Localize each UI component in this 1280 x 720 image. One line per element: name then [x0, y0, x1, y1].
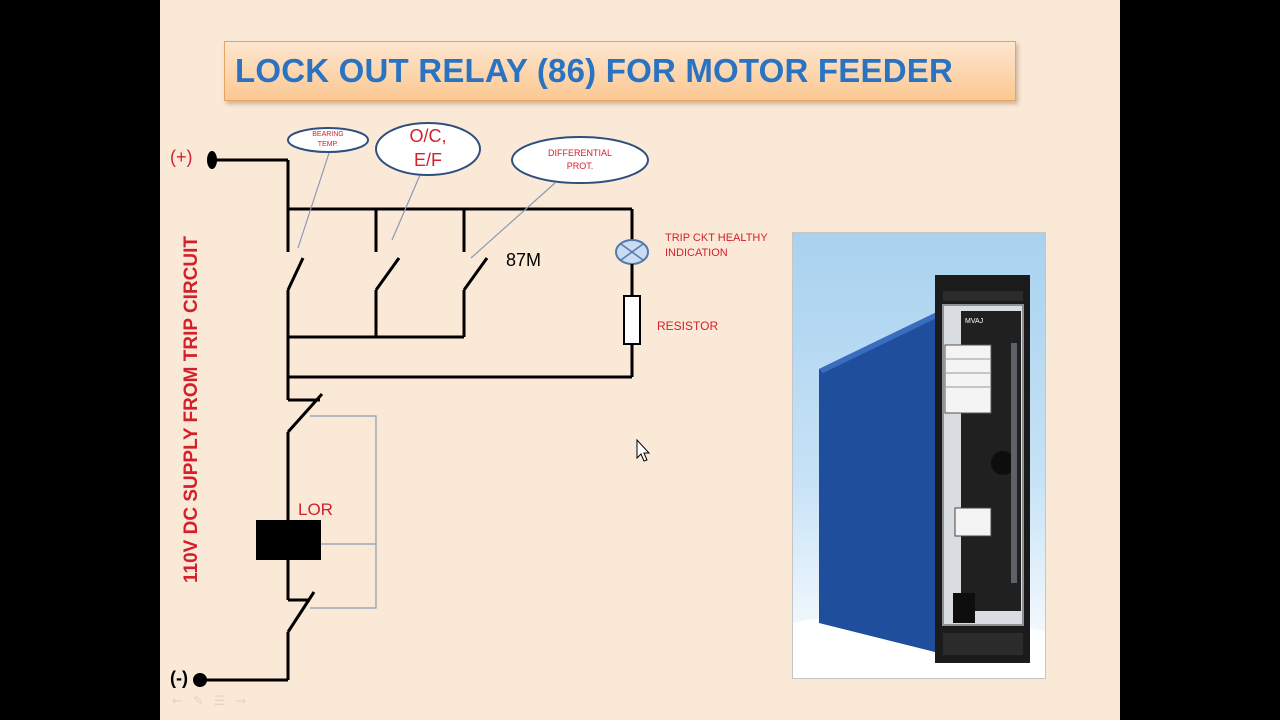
supply-side-label: 110V DC SUPPLY FROM TRIP CIRCUIT — [181, 235, 202, 583]
oc-ef-contact — [374, 209, 401, 337]
bearing-temp-line1: BEARING — [312, 131, 344, 138]
photo-brand-label: MVAJ — [965, 318, 983, 325]
trip-ckt-label-line1: TRIP CKT HEALTHY — [665, 232, 768, 244]
callout-leaders — [297, 149, 556, 259]
slide-nav-icons[interactable]: ←✎☰→ — [172, 694, 257, 709]
oc-ef-line1: O/C, — [409, 126, 446, 146]
circuit-diagram: (+) — [170, 122, 768, 688]
mechanical-linkage — [310, 415, 377, 609]
positive-label: (+) — [170, 147, 193, 167]
lor-contact-lower — [286, 560, 316, 680]
differential-line2: PROT. — [567, 161, 594, 171]
lor-contact-upper — [286, 377, 324, 520]
oc-ef-callout: O/C, E/F — [375, 122, 481, 176]
resistor — [623, 295, 641, 345]
page-title: LOCK OUT RELAY (86) FOR MOTOR FEEDER — [235, 52, 953, 89]
bearing-temp-line2: TEMP. — [318, 141, 339, 148]
differential-callout: DIFFERENTIAL PROT. — [511, 136, 649, 184]
positive-terminal — [207, 151, 288, 169]
lor-label: LOR — [298, 500, 333, 519]
indication-lamp — [615, 239, 649, 265]
bearing-temp-callout: BEARING TEMP. — [287, 127, 369, 153]
mouse-cursor-icon — [636, 438, 651, 462]
relay-illustration: MVAJ — [793, 275, 1045, 678]
relay-87m-label: 87M — [506, 250, 541, 270]
resistor-label: RESISTOR — [657, 319, 718, 333]
bearing-temp-contact — [286, 209, 305, 337]
oc-ef-line2: E/F — [414, 150, 442, 170]
differential-87m-contact — [462, 209, 489, 337]
relay-photo: MVAJ — [792, 232, 1046, 679]
negative-label: (-) — [170, 668, 188, 688]
negative-terminal — [193, 673, 288, 687]
trip-ckt-label-line2: INDICATION — [665, 247, 728, 259]
title-banner: LOCK OUT RELAY (86) FOR MOTOR FEEDER — [224, 41, 1016, 101]
slide: LOCK OUT RELAY (86) FOR MOTOR FEEDER (+) — [160, 0, 1120, 720]
differential-line1: DIFFERENTIAL — [548, 148, 612, 158]
lor-coil — [256, 520, 321, 560]
